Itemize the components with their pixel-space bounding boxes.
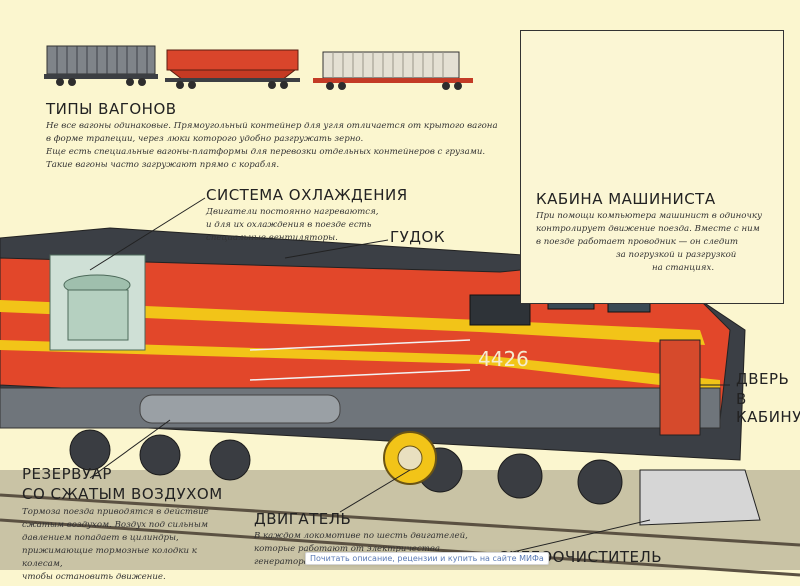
reservoir-text: Тормоза поезда приводятся в действие сжа… xyxy=(22,506,237,584)
callout-lines xyxy=(89,197,730,556)
horn-title: ГУДОК xyxy=(390,228,445,246)
buy-tooltip-link[interactable]: Почитать описание, рецензии и купить на … xyxy=(305,552,549,565)
cab-title: КАБИНА МАШИНИСТА xyxy=(536,190,716,208)
door-title-line: ДВЕРЬ xyxy=(736,370,790,388)
wagons-text-line: Не все вагоны одинаковые. Прямоугольный … xyxy=(46,121,498,131)
cab-text-line: за погрузкой и разгрузкой xyxy=(616,250,737,260)
loco-number-side: 4426 xyxy=(478,347,529,371)
cooling-text-line: специальные вентиляторы. xyxy=(206,233,338,243)
cooling-title: СИСТЕМА ОХЛАЖДЕНИЯ xyxy=(206,186,408,204)
wagons-title: ТИПЫ ВАГОНОВ xyxy=(46,100,177,118)
engine-title: ДВИГАТЕЛЬ xyxy=(254,510,352,528)
engine-text-line: генератора и xyxy=(254,557,318,567)
reservoir-title-2: СО СЖАТЫМ ВОЗДУХОМ xyxy=(22,485,223,503)
wagons-text-line: в форме трапеции, через люки которого уд… xyxy=(46,134,364,144)
engine-text-line: которые работают от электричества xyxy=(254,544,440,554)
cab-text-line: контролирует движение поезда. Вместе с н… xyxy=(536,224,760,234)
grain-wagon-illustration xyxy=(165,49,300,89)
reservoir-text-line: чтобы остановить движение. xyxy=(22,572,166,582)
cooling-text: Двигатели постоянно нагреваются, и для и… xyxy=(206,206,406,245)
wagons-text-line: Такие вагоны часто загружают прямо с кор… xyxy=(46,160,280,170)
cab-text: При помощи компьютера машинист в одиночк… xyxy=(536,210,776,275)
cab-text-line: на станциях. xyxy=(652,263,715,273)
cab-panel xyxy=(520,30,784,304)
container-wagon-illustration xyxy=(313,51,473,90)
reservoir-text-line: давлением попадает в цилиндры, xyxy=(22,533,179,543)
engine-text: В каждом локомотиве по шесть двигателей,… xyxy=(254,530,474,569)
engine-text-line: В каждом локомотиве по шесть двигателей, xyxy=(254,531,468,541)
door-title-2: В КАБИНУ xyxy=(736,390,800,426)
door-title: ДВЕРЬ xyxy=(736,370,789,388)
cooling-text-line: Двигатели постоянно нагреваются, xyxy=(206,207,379,217)
wagons-text: Не все вагоны одинаковые. Прямоугольный … xyxy=(46,120,506,172)
door-title-line: В КАБИНУ xyxy=(736,390,800,426)
cab-text-line: в поезде работает проводник — он следит xyxy=(536,237,739,247)
reservoir-text-line: прижимающие тормозные колодки к колесам, xyxy=(22,546,197,569)
cab-text-line: При помощи компьютера машинист в одиночк… xyxy=(536,211,762,221)
reservoir-title: РЕЗЕРВУАР xyxy=(22,465,112,483)
reservoir-text-line: сжатым воздухом. Воздух под сильным xyxy=(22,520,208,530)
wagons-text-line: Еще есть специальные вагоны-платформы дл… xyxy=(46,147,486,157)
coal-wagon-illustration xyxy=(44,45,158,86)
cooling-text-line: и для их охлаждения в поезде есть xyxy=(206,220,372,230)
reservoir-text-line: Тормоза поезда приводятся в действие xyxy=(22,507,209,517)
